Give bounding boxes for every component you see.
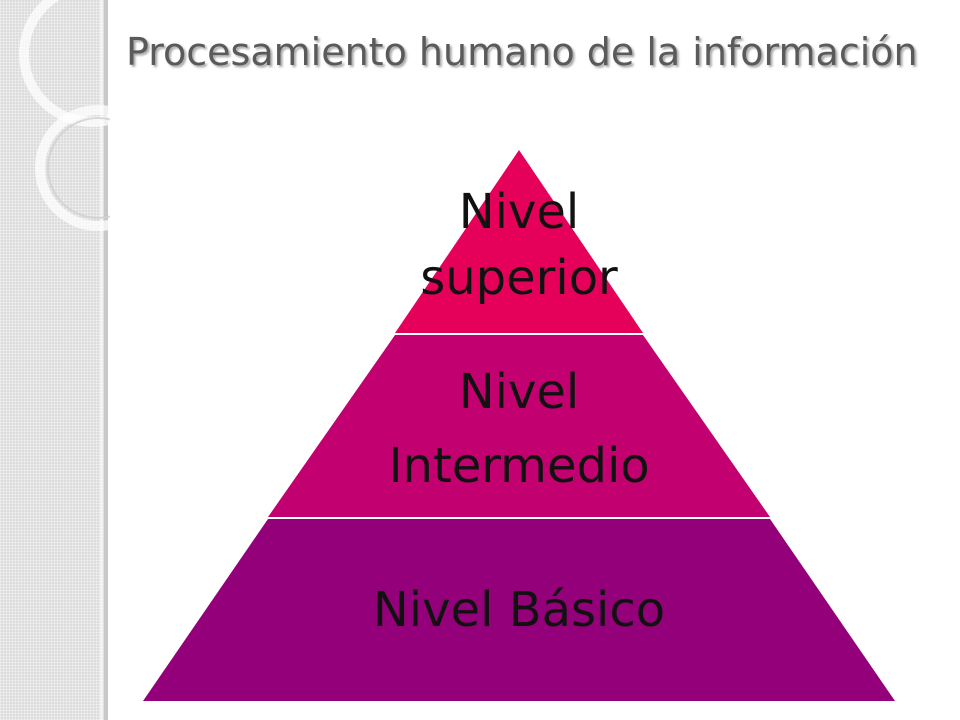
pyramid-top-label-line1: Nivel bbox=[459, 184, 580, 240]
slide-title: Procesamiento humano de la información bbox=[126, 30, 918, 74]
decorative-circle-bottom-inner bbox=[47, 117, 110, 219]
decorative-circle-top bbox=[19, 0, 110, 127]
pyramid-middle-label-line2: Intermedio bbox=[388, 438, 649, 494]
decorative-circle-bottom bbox=[35, 105, 110, 231]
pyramid-bottom-label: Nivel Básico bbox=[373, 582, 665, 638]
side-band-highlight bbox=[100, 0, 103, 720]
pyramid-middle-label-line1: Nivel bbox=[459, 364, 580, 420]
decorative-circles bbox=[19, 0, 110, 231]
pyramid-level-bottom bbox=[143, 519, 895, 701]
pyramid-level-top bbox=[395, 150, 643, 333]
side-band-edge bbox=[104, 0, 108, 720]
pyramid-top-label-line2: superior bbox=[420, 250, 618, 306]
pyramid-level-middle bbox=[268, 335, 770, 517]
